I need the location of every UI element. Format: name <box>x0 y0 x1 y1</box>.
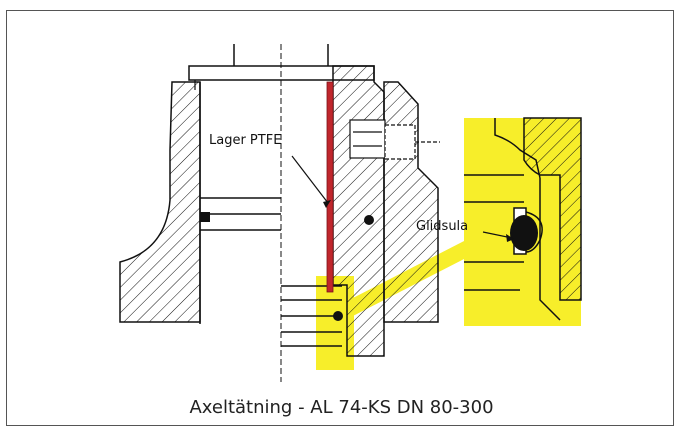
label-ptfe-bearing: Lager PTFE <box>209 133 282 148</box>
detail-housing <box>523 117 582 301</box>
figure-caption: Axeltätning - AL 74-KS DN 80-300 <box>189 397 494 418</box>
leader-ptfe <box>291 155 329 204</box>
o-ring-lower <box>333 311 343 321</box>
o-ring-upper <box>364 215 374 225</box>
bolt <box>349 119 440 160</box>
right-housing <box>383 81 439 323</box>
left-housing <box>119 81 201 323</box>
ptfe-liner <box>326 81 334 293</box>
label-sliding-ring: Glidsula <box>416 219 469 234</box>
glidsula-ring <box>510 215 538 251</box>
